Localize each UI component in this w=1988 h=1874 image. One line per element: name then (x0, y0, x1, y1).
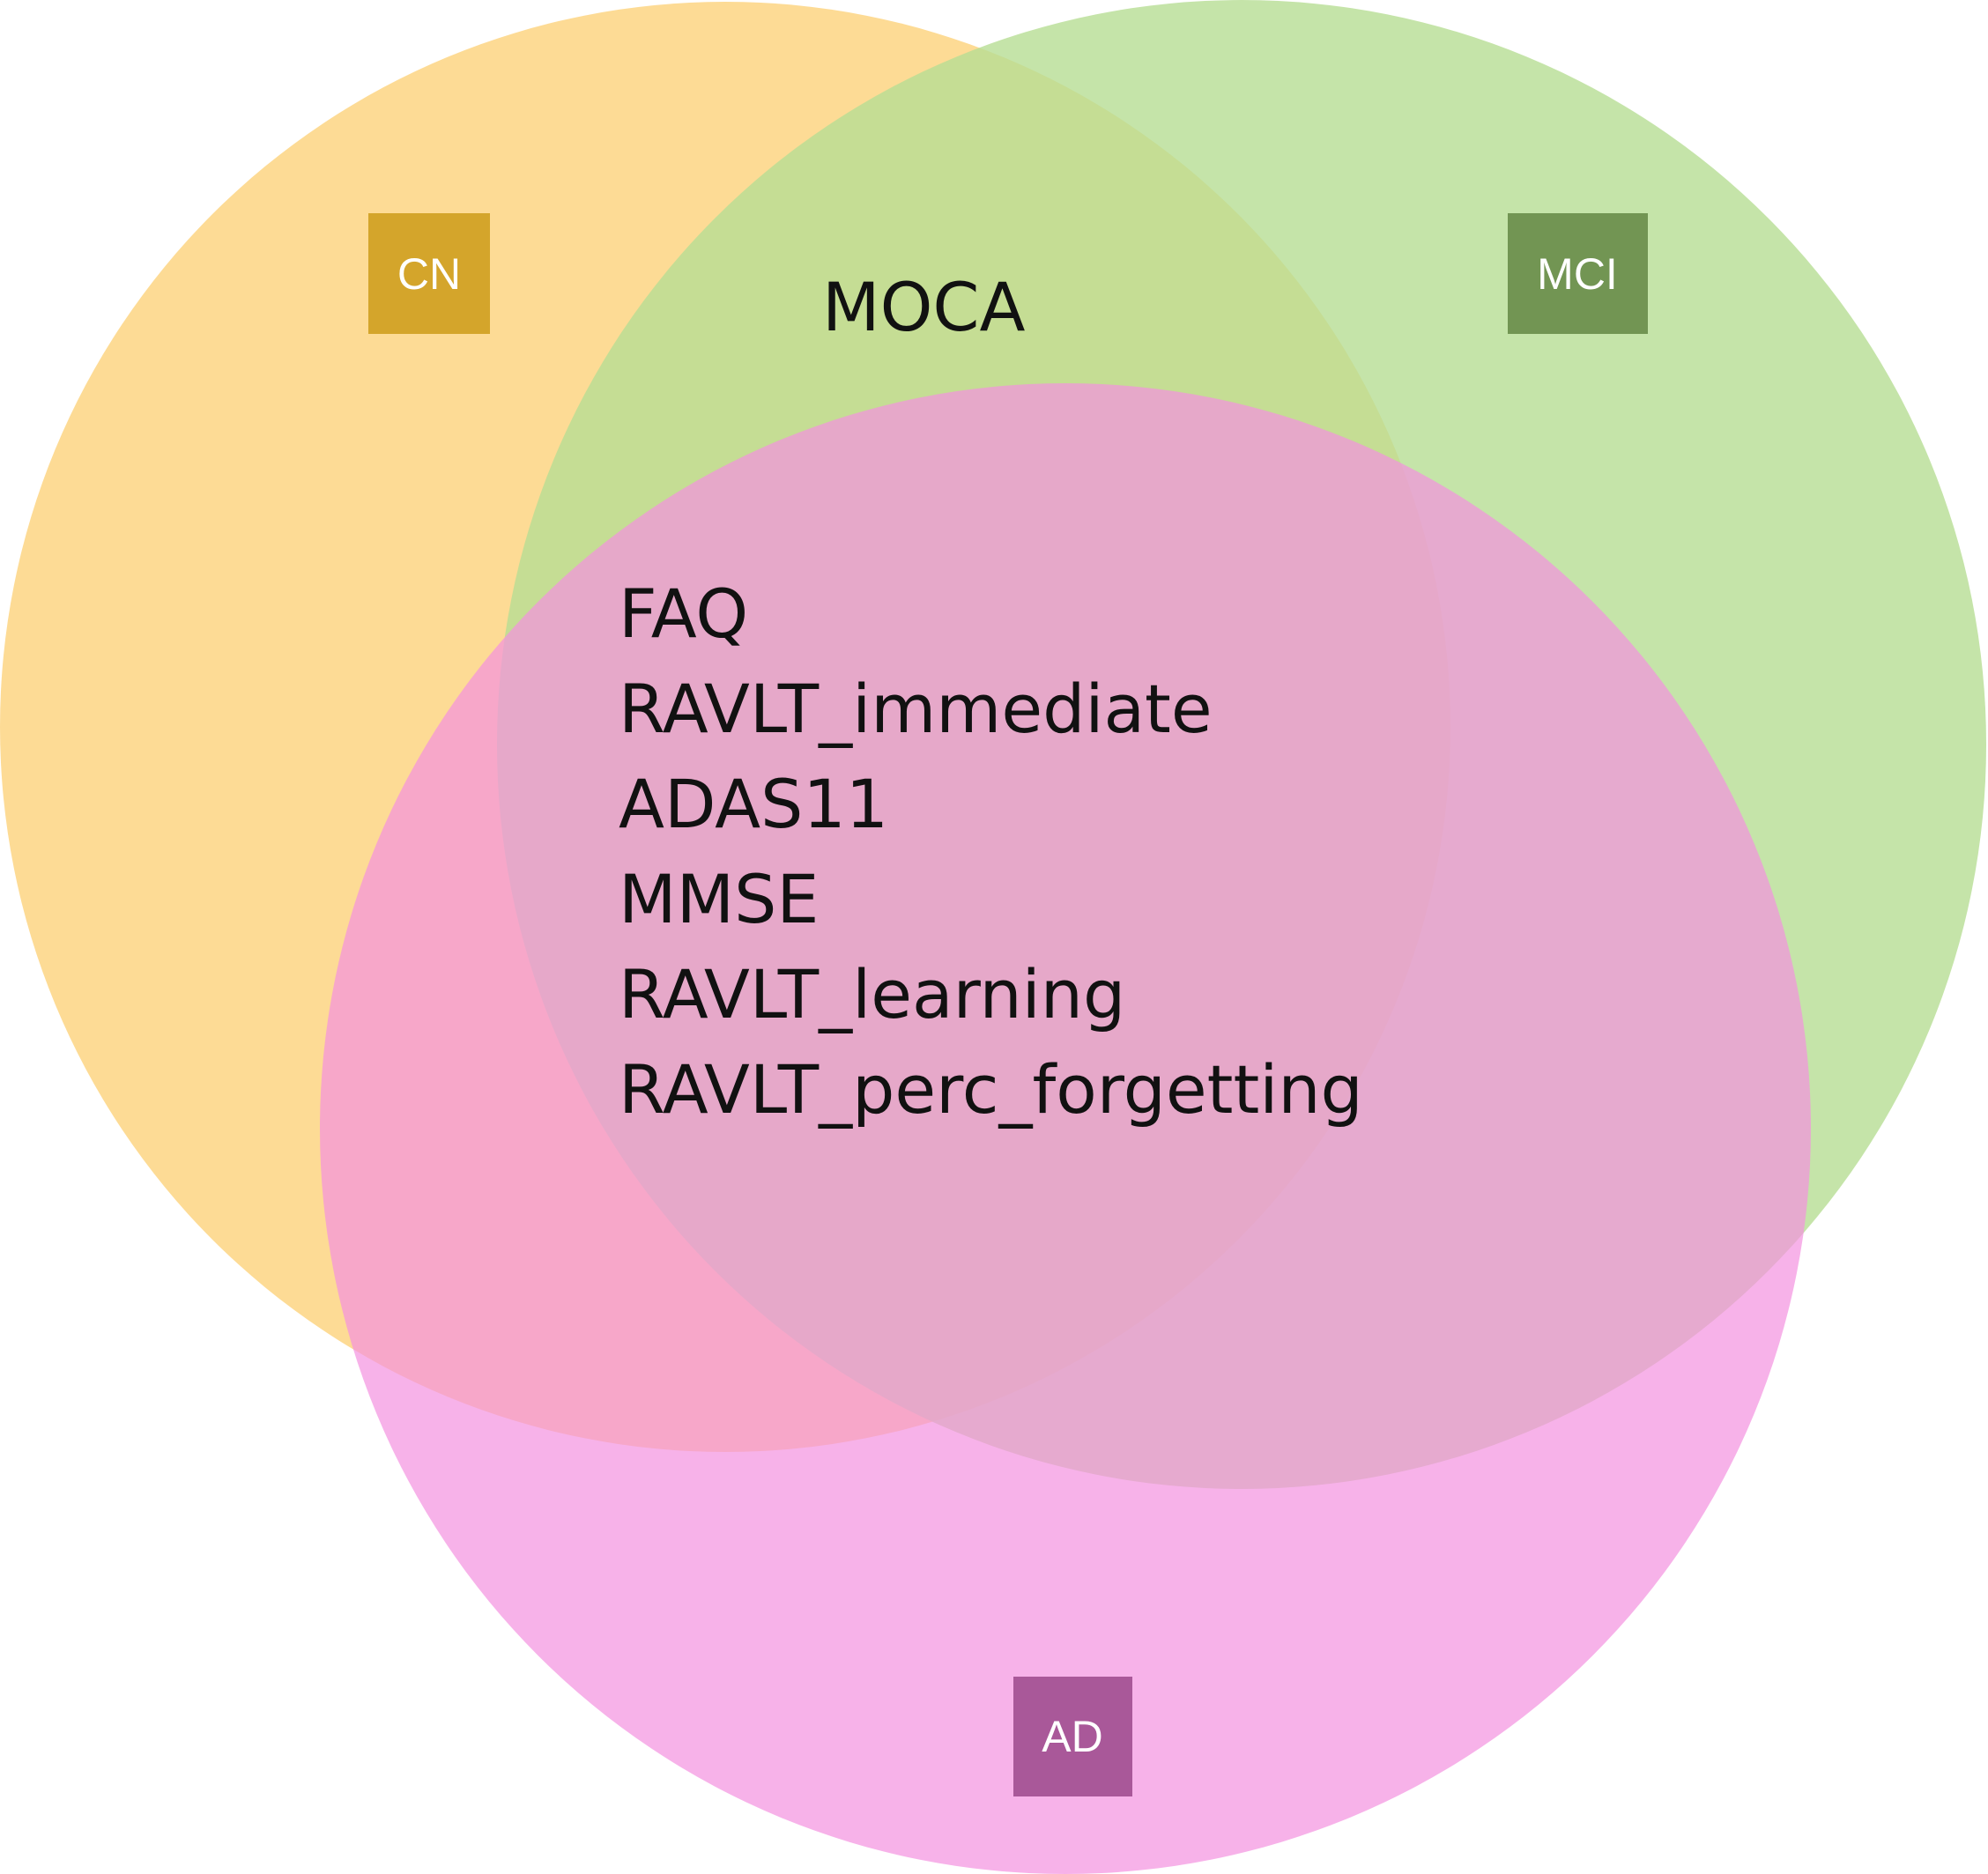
badge-label-mci: MCI (1537, 249, 1618, 299)
region-all-item: MMSE (619, 860, 819, 938)
badge-label-ad: AD (1042, 1712, 1102, 1761)
region-all-three: FAQ RAVLT_immediate ADAS11 MMSE RAVLT_le… (619, 574, 1363, 1129)
badge-box-mci (1508, 213, 1648, 334)
set-badge-cn: CN (368, 213, 490, 334)
badge-label-cn: CN (397, 249, 461, 299)
region-all-item: RAVLT_perc_forgetting (619, 1050, 1363, 1129)
region-cn-mci-item: MOCA (822, 268, 1025, 346)
circle-ad (320, 383, 1811, 1874)
badge-box-ad (1013, 1677, 1132, 1796)
region-all-item: ADAS11 (619, 765, 888, 843)
region-all-item: RAVLT_immediate (619, 670, 1213, 748)
badge-box-cn (368, 213, 490, 334)
region-all-item: RAVLT_learning (619, 955, 1125, 1033)
set-badge-ad: AD (1013, 1677, 1132, 1796)
set-badge-mci: MCI (1508, 213, 1648, 334)
region-all-item: FAQ (619, 574, 748, 653)
